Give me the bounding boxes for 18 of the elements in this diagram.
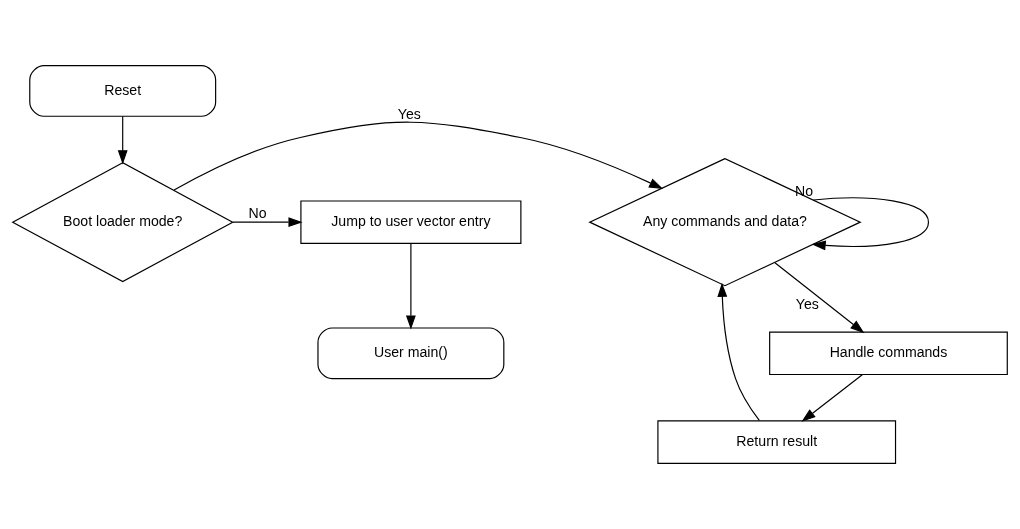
arrow (232, 217, 303, 228)
edge-label: Yes (795, 295, 819, 312)
node-box: Reset (29, 65, 217, 117)
node-diamond: Boot loader mode? (11, 162, 234, 283)
node-box: User main() (317, 327, 505, 380)
edge-label: No (795, 182, 814, 199)
edge-label: No (248, 205, 267, 222)
edge-label: Yes (397, 105, 421, 122)
arrow (173, 121, 664, 191)
arrow (801, 373, 864, 422)
arrow (717, 282, 760, 422)
node-box: Handle commands (769, 331, 1008, 376)
arrow (811, 197, 930, 251)
arrow (774, 262, 865, 334)
node-box: Jump to user vector entry (300, 200, 522, 244)
node-box: Return result (657, 420, 897, 464)
arrow (405, 242, 416, 330)
arrow (117, 115, 128, 165)
